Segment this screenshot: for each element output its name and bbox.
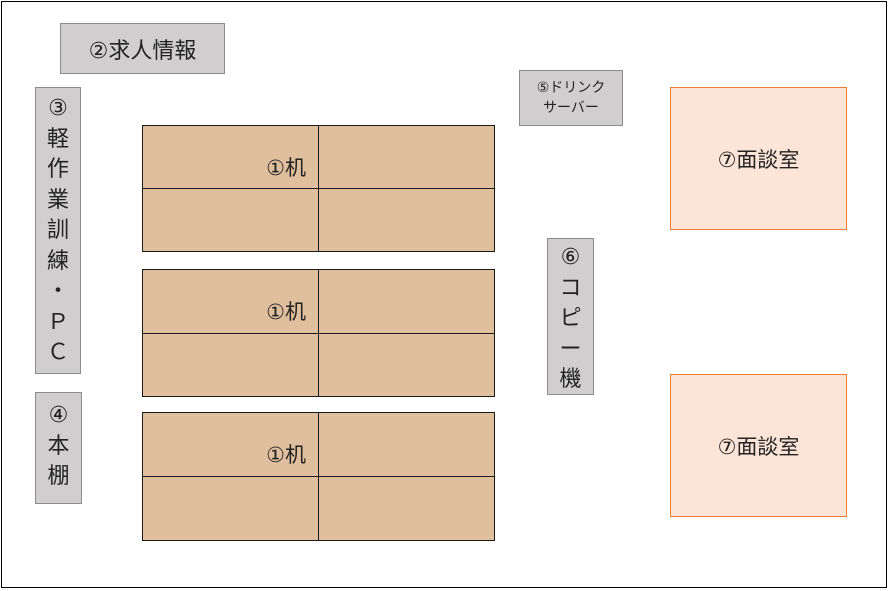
- desk-label: ①机: [266, 300, 306, 324]
- interview-room: ⑦面談室: [670, 87, 847, 230]
- bookshelf-char: 本: [47, 433, 70, 459]
- copier-char: ⑥: [560, 245, 581, 270]
- light-work-training-char: 練: [46, 248, 69, 274]
- light-work-training-char: ・: [46, 279, 69, 304]
- interview-room: ⑦面談室: [670, 374, 847, 517]
- copier-char: 機: [559, 367, 582, 392]
- light-work-training-char: Ｐ: [46, 309, 69, 335]
- light-work-training-char: 業: [46, 187, 69, 213]
- drink-server-label-line: ⑤ドリンク: [536, 80, 606, 96]
- desk-label: ①机: [266, 156, 306, 180]
- light-work-training-pc-area: ③ 軽 作 業 訓 練 ・ Ｐ Ｃ: [35, 87, 81, 374]
- desk-divider: [318, 413, 319, 540]
- desk-label: ①机: [266, 443, 306, 467]
- copier-char: コ: [559, 275, 582, 301]
- drink-server-label-line: サーバー: [543, 100, 599, 116]
- light-work-training-char: ③: [48, 96, 68, 121]
- desk-group: ①机: [142, 269, 495, 397]
- drink-server: ⑤ドリンク サーバー: [519, 70, 623, 126]
- copier: ⑥ コ ピ ー 機: [547, 238, 594, 395]
- job-info-board: ②求人情報: [60, 23, 225, 74]
- bookshelf-char: 棚: [47, 464, 70, 489]
- desk-group: ①机: [142, 125, 495, 252]
- copier-char: ー: [559, 336, 582, 362]
- light-work-training-char: 軽: [46, 126, 69, 152]
- desk-divider: [318, 126, 319, 251]
- light-work-training-char: Ｃ: [46, 340, 69, 365]
- light-work-training-char: 作: [46, 157, 69, 182]
- copier-char: ピ: [559, 306, 582, 331]
- bookshelf: ④ 本 棚: [35, 392, 82, 504]
- light-work-training-char: 訓: [46, 218, 69, 243]
- bookshelf-char: ④: [48, 403, 69, 428]
- interview-room-label: ⑦面談室: [717, 147, 800, 172]
- interview-room-label: ⑦面談室: [717, 434, 800, 459]
- job-info-label: ②求人情報: [88, 38, 197, 64]
- desk-group: ①机: [142, 412, 495, 541]
- desk-divider: [318, 270, 319, 396]
